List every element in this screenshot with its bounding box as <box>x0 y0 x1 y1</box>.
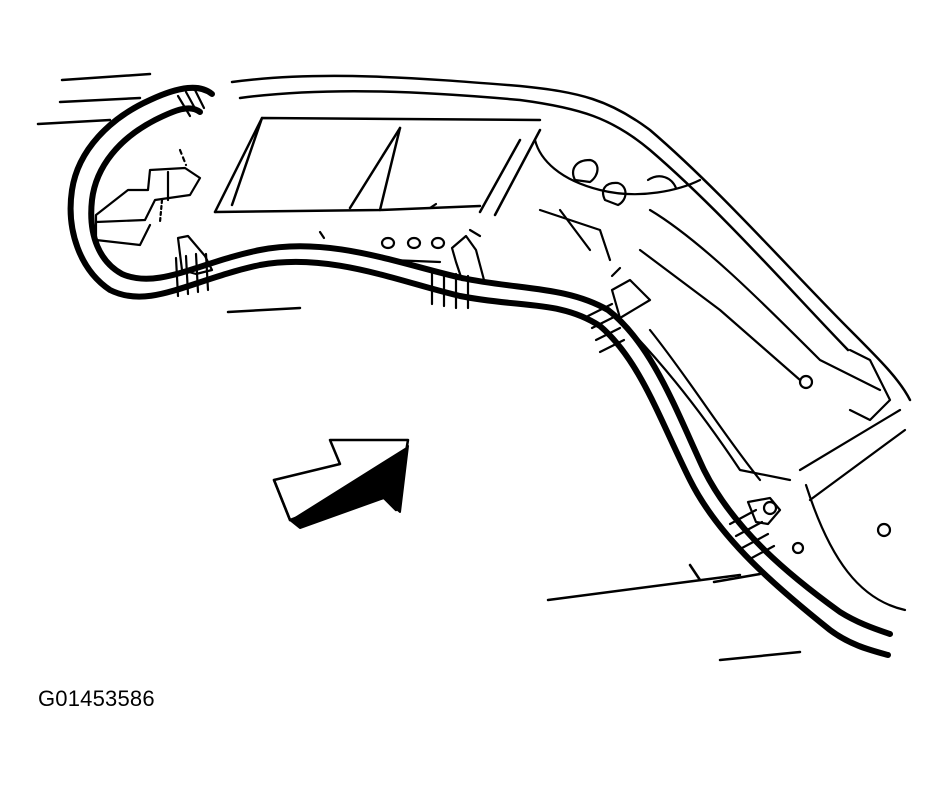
wiring-harness <box>67 84 893 658</box>
direction-arrow-icon <box>272 438 410 529</box>
figure-caption: G01453586 <box>38 686 155 711</box>
harness-clips <box>176 234 782 526</box>
body-detail-marks <box>318 202 482 264</box>
harness-tape-wraps <box>174 86 776 562</box>
harness-connector <box>94 148 202 247</box>
sketch-lines-top-left <box>36 72 152 126</box>
floor-lines <box>226 306 802 662</box>
fender-outline <box>213 74 912 402</box>
rear-body-structure <box>533 138 907 612</box>
